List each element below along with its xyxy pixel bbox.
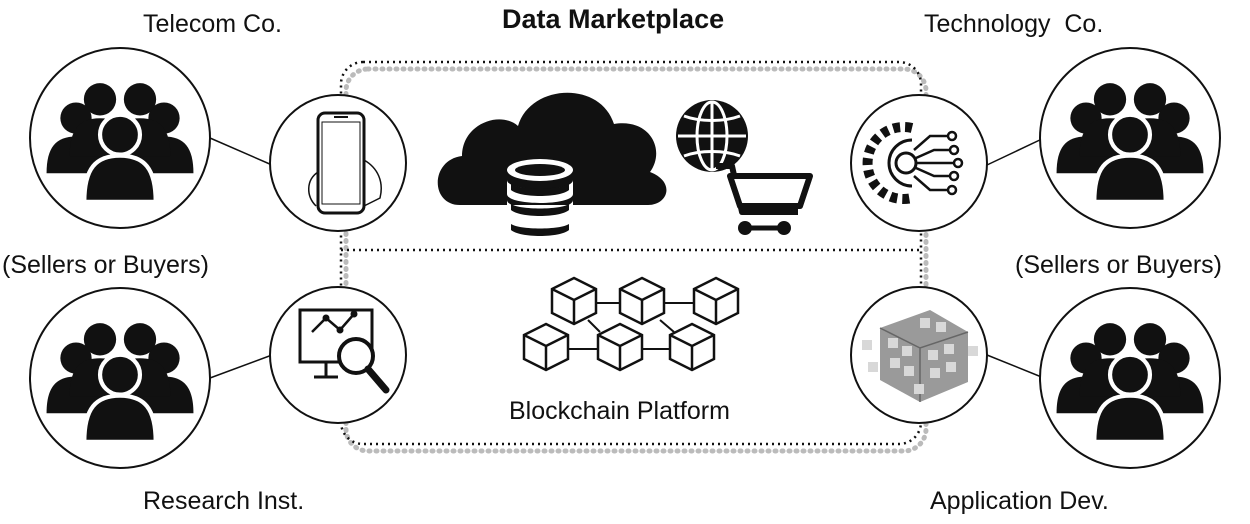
marketplace-title: Data Marketplace: [502, 4, 725, 34]
cloud-database-icon: [437, 92, 667, 243]
research-label: Research Inst.: [143, 487, 305, 515]
connector-telecom: [209, 137, 273, 166]
circuit-gear-icon: [850, 94, 988, 232]
connector-technology: [986, 137, 1045, 166]
user-group-icon: [29, 287, 211, 469]
platform-label: Blockchain Platform: [509, 397, 730, 425]
app-cube-icon: [850, 286, 988, 424]
left-role-label: (Sellers or Buyers): [2, 251, 209, 279]
user-group-icon: [29, 47, 211, 229]
smartphone-icon: [269, 94, 407, 232]
right-role-label: (Sellers or Buyers): [1015, 251, 1222, 279]
telecom-label: Telecom Co.: [143, 10, 282, 38]
analytics-magnifier-icon: [269, 286, 407, 424]
technology-label: Technology Co.: [924, 10, 1104, 38]
globe-cart-icon: [676, 100, 813, 235]
connector-application: [986, 354, 1045, 379]
marketplace-frame: [339, 60, 929, 454]
blockchain-icon: [522, 276, 740, 372]
user-group-icon: [1039, 287, 1221, 469]
application-label: Application Dev.: [930, 487, 1109, 515]
user-group-icon: [1039, 47, 1221, 229]
connector-research: [209, 354, 273, 379]
